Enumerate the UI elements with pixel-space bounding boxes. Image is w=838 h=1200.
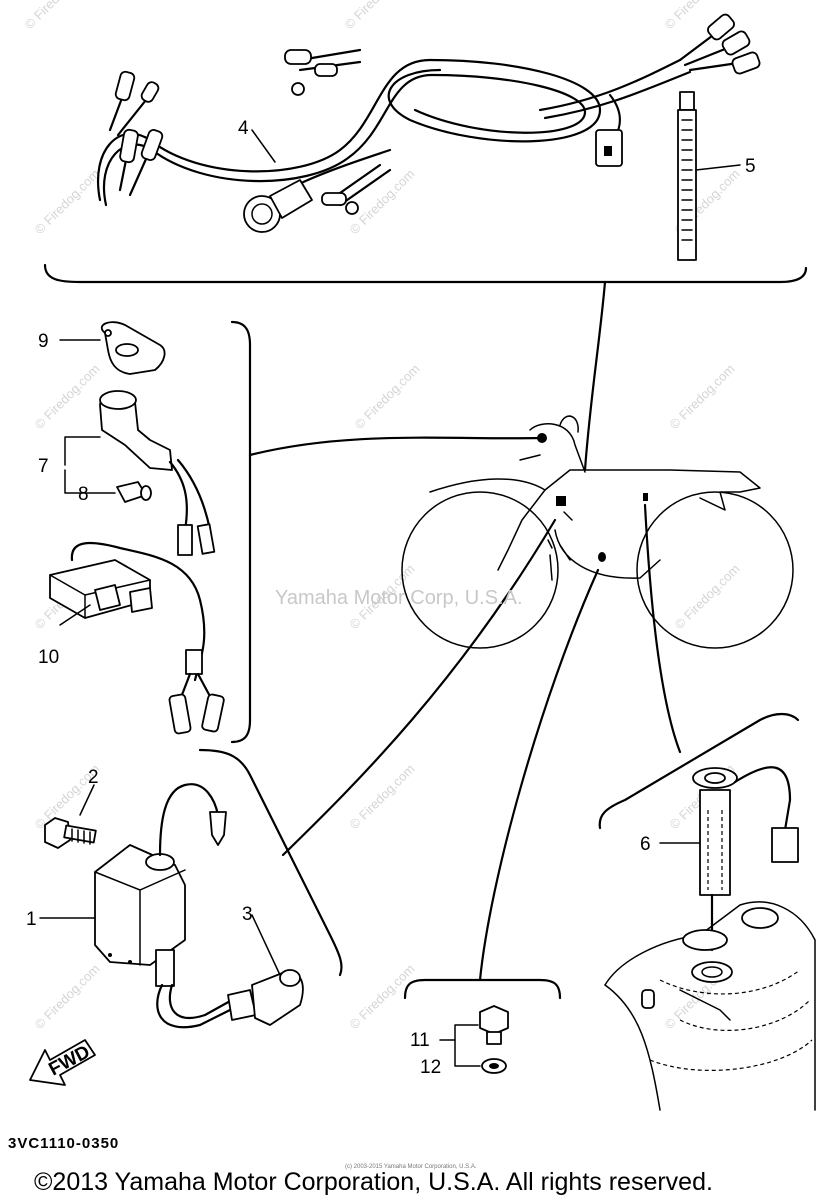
watermark-text: © Firedog.com xyxy=(347,961,418,1032)
rectifier-drawing xyxy=(49,542,225,735)
callout-5: 5 xyxy=(745,156,756,177)
watermark-text: © Firedog.com xyxy=(347,761,418,832)
cap-and-lead-drawing xyxy=(99,390,216,556)
cable-tie-drawing xyxy=(677,91,697,261)
diagram-code: 3VC1110-0350 xyxy=(8,1135,119,1152)
terminal-drawing xyxy=(116,481,152,503)
watermark-text: © Firedog.com xyxy=(672,561,743,632)
forward-arrow: FWD xyxy=(29,1039,96,1086)
watermark-text: © Firedog.com xyxy=(667,361,738,432)
copyright-footer: ©2013 Yamaha Motor Corporation, U.S.A. A… xyxy=(34,1168,713,1196)
callout-10: 10 xyxy=(38,647,59,668)
leader-harness-to-bike xyxy=(583,280,607,472)
watermark-text: © Firedog.com xyxy=(342,0,413,32)
fuel-sender-drawing xyxy=(692,766,799,952)
watermark-text: © Firedog.com xyxy=(32,361,103,432)
plug-cap-drawing xyxy=(156,969,304,1029)
callout-3: 3 xyxy=(242,904,253,925)
callout-9: 9 xyxy=(38,331,49,352)
callout-8: 8 xyxy=(78,484,89,505)
callout-1: 1 xyxy=(26,909,37,930)
bolt-drawing xyxy=(44,817,97,849)
small-bolt-drawing xyxy=(479,1005,509,1045)
motorcycle-outline xyxy=(401,415,794,649)
wire-harness-drawing xyxy=(97,13,761,233)
leader-left-group-to-bike xyxy=(248,436,542,457)
fuel-tank-drawing xyxy=(604,901,816,1111)
bottom-center-bracket xyxy=(403,978,562,1000)
callout-4: 4 xyxy=(238,118,249,139)
watermark-text: © Firedog.com xyxy=(352,361,423,432)
leader-bolt-to-bike xyxy=(478,568,600,982)
lower-left-bracket xyxy=(198,748,343,977)
top-group-bracket xyxy=(43,263,808,284)
watermark-text: © Firedog.com xyxy=(22,0,93,32)
callout-6: 6 xyxy=(640,834,651,855)
center-watermark: Yamaha Motor Corp, U.S.A. xyxy=(275,587,523,609)
tiny-copyright-notice: (c) 2003-2015 Yamaha Motor Corporation, … xyxy=(345,1164,477,1170)
leader-sender-to-bike xyxy=(643,503,682,754)
left-group-bracket xyxy=(230,320,252,744)
watermark-text: © Firedog.com xyxy=(32,961,103,1032)
callout-2: 2 xyxy=(88,767,99,788)
watermark-text: © Firedog.com xyxy=(32,166,103,237)
callout-12: 12 xyxy=(420,1057,441,1078)
callout-7: 7 xyxy=(38,456,49,477)
plate-drawing xyxy=(100,321,166,375)
ignition-coil-drawing xyxy=(94,783,227,987)
washer-drawing xyxy=(481,1058,507,1074)
callout-leaders xyxy=(39,129,741,1067)
leader-coil-to-bike xyxy=(281,518,557,857)
fwd-label: FWD xyxy=(45,1042,93,1081)
bottom-right-bracket xyxy=(598,712,800,830)
callout-11: 11 xyxy=(410,1030,430,1051)
